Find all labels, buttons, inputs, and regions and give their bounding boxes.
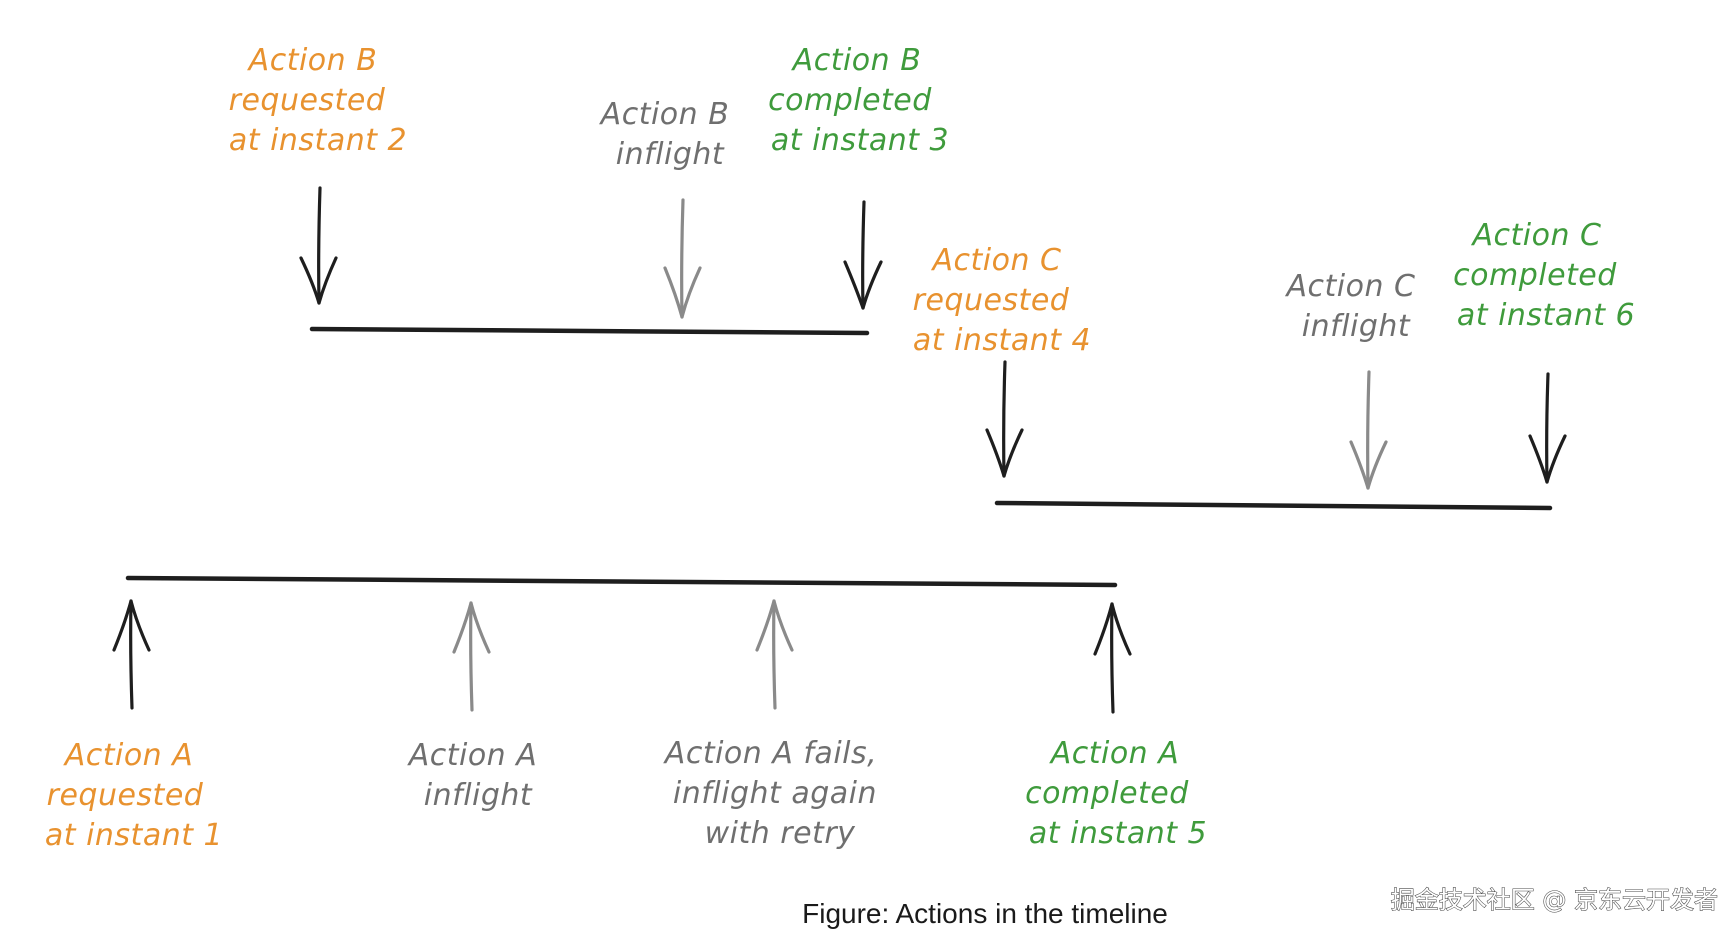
label-line: Action A fails, — [663, 736, 877, 771]
label-line: Action B — [791, 43, 922, 78]
label-line: Action A — [63, 738, 194, 773]
label-b-inflight: Action B inflight — [599, 97, 740, 172]
label-line: inflight — [1302, 309, 1411, 344]
figure-caption: Figure: Actions in the timeline — [802, 898, 1168, 929]
timeline-action-b — [309, 326, 870, 336]
label-c-requested: Action C requested at instant 4 — [913, 243, 1091, 358]
arrow-up-a-inflight — [452, 601, 491, 712]
label-line: requested — [47, 778, 204, 813]
label-b-requested: Action B requested at instant 2 — [229, 43, 407, 158]
label-line: requested — [913, 283, 1070, 318]
label-line: at instant 4 — [913, 323, 1091, 358]
label-line: Action C — [1284, 269, 1415, 304]
watermark: 掘金技术社区 @ 京东云开发者 — [1391, 886, 1718, 914]
arrow-down-c-inflight — [1349, 370, 1388, 490]
label-line: Action A — [407, 738, 538, 773]
arrow-down-c-requested — [985, 360, 1024, 478]
label-c-inflight: Action C inflight — [1284, 269, 1425, 344]
label-line: at instant 1 — [45, 818, 223, 853]
label-a-requested: Action A requested at instant 1 — [45, 738, 223, 853]
arrow-down-c-completed — [1528, 372, 1567, 484]
timeline-action-c — [994, 500, 1553, 511]
label-b-completed: Action B completed at instant 3 — [768, 43, 949, 158]
label-a-completed: Action A completed at instant 5 — [1025, 736, 1207, 851]
arrow-up-a-requested — [112, 599, 151, 710]
label-line: Action A — [1049, 736, 1180, 771]
label-line: Action B — [599, 97, 730, 132]
label-line: inflight again — [673, 776, 877, 811]
label-line: completed — [1453, 258, 1617, 293]
arrow-down-b-requested — [299, 186, 338, 305]
label-line: inflight — [616, 137, 725, 172]
label-line: completed — [768, 83, 932, 118]
label-line: with retry — [705, 816, 857, 851]
label-line: inflight — [424, 778, 533, 813]
arrow-down-b-completed — [843, 200, 883, 310]
label-line: requested — [229, 83, 386, 118]
label-line: at instant 5 — [1029, 816, 1207, 851]
label-line: at instant 6 — [1457, 298, 1635, 333]
label-line: Action C — [1470, 218, 1601, 253]
label-c-completed: Action C completed at instant 6 — [1453, 218, 1635, 333]
arrow-up-a-completed — [1093, 602, 1132, 714]
arrow-up-a-retry — [755, 599, 794, 710]
label-line: at instant 3 — [771, 123, 949, 158]
arrow-down-b-inflight — [663, 198, 702, 319]
timeline-action-a — [125, 575, 1118, 588]
label-a-retry: Action A fails, inflight again with retr… — [663, 736, 887, 851]
label-line: Action C — [930, 243, 1061, 278]
label-line: completed — [1025, 776, 1189, 811]
label-line: at instant 2 — [229, 123, 407, 158]
label-a-inflight: Action A inflight — [407, 738, 548, 813]
label-line: Action B — [247, 43, 378, 78]
